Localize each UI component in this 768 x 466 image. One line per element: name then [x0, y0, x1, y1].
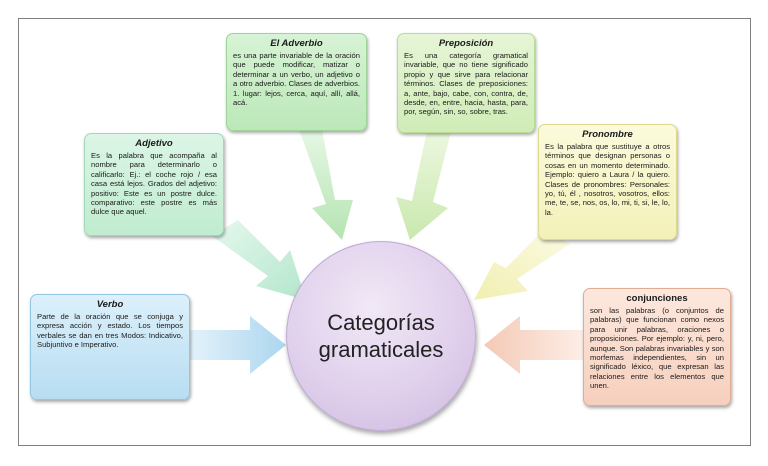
center-title: Categorías gramaticales	[319, 309, 444, 363]
box-preposicion-title: Preposición	[438, 38, 494, 49]
box-verbo-text: Parte de la oración que se conjuga y exp…	[37, 312, 183, 350]
box-conjunciones-text: son las palabras (o conjuntos de palabra…	[590, 306, 724, 391]
box-pronombre-text: Es la palabra que sustituye a otros térm…	[545, 142, 670, 217]
box-verbo-title: Verbo	[96, 299, 124, 310]
box-adjetivo-text: Es la palabra que acompaña al nombre par…	[91, 151, 217, 217]
arrow-verbo	[190, 316, 286, 374]
box-adverbio: El Adverbio es una parte invariable de l…	[226, 33, 367, 131]
box-adjetivo: Adjetivo Es la palabra que acompaña al n…	[84, 133, 224, 236]
box-pronombre: Pronombre Es la palabra que sustituye a …	[538, 124, 677, 240]
box-adverbio-text: es una parte invariable de la oración qu…	[233, 51, 360, 108]
arrow-adjetivo	[212, 220, 306, 300]
arrow-adverbio	[297, 124, 353, 240]
center-title-line2: gramaticales	[318, 337, 444, 362]
arrow-pronombre	[474, 228, 570, 300]
box-adverbio-title: El Adverbio	[270, 38, 323, 49]
box-adjetivo-title: Adjetivo	[135, 138, 173, 149]
box-pronombre-title: Pronombre	[582, 129, 633, 140]
box-preposicion: Preposición Es una categoría gramatical …	[397, 33, 535, 133]
box-preposicion-text: Es una categoría gramatical invariable, …	[404, 51, 528, 117]
center-title-line1: Categorías	[327, 310, 435, 335]
box-conjunciones: conjunciones son las palabras (o conjunt…	[583, 288, 731, 406]
box-conjunciones-title: conjunciones	[626, 293, 688, 304]
arrow-conjunciones	[484, 316, 583, 374]
arrow-preposicion	[396, 126, 452, 240]
center-circle: Categorías gramaticales	[286, 241, 476, 431]
box-verbo: Verbo Parte de la oración que se conjuga…	[30, 294, 190, 400]
